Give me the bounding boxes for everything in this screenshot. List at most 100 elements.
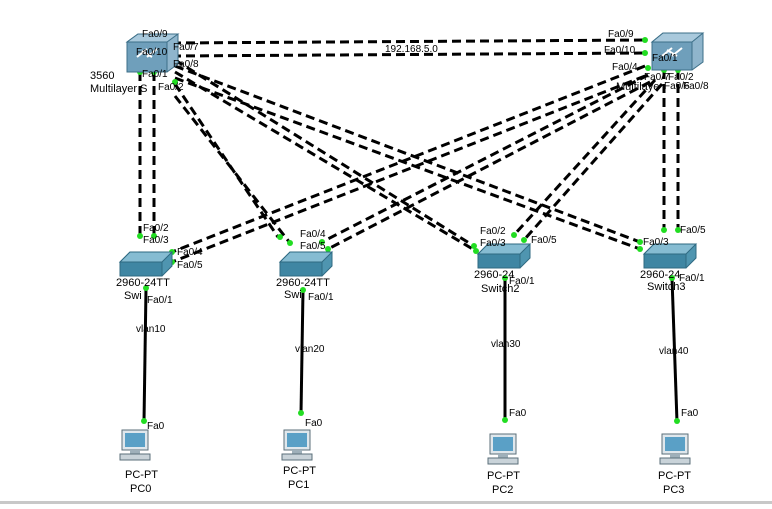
- port-label: Fa0/1: [142, 69, 168, 80]
- port-label: Fa0/1: [679, 273, 705, 284]
- switch2-name-label: Switch2: [481, 283, 520, 295]
- link-mls1-sw1-b: [327, 80, 651, 251]
- port-dot: [471, 243, 477, 249]
- port-dot: [325, 246, 331, 252]
- switch2-model-label: 2960-24: [474, 269, 514, 281]
- port-dot: [502, 275, 508, 281]
- port-label: Fa0/1: [509, 276, 535, 287]
- port-dot: [521, 237, 527, 243]
- port-dot: [151, 233, 157, 239]
- port-dot: [669, 275, 675, 281]
- pc-icon: [487, 433, 519, 465]
- access-links: [142, 277, 679, 423]
- pc-icon: [659, 433, 691, 465]
- switch-0[interactable]: 2960-24TT Swi Fa0/2 Fa0/3 Fa0/4 Fa0/5 Fa…: [116, 223, 203, 306]
- switch1-model-label: 2960-24TT: [276, 277, 330, 289]
- link-mls0-sw3-b: [174, 76, 641, 251]
- port-dot: [511, 232, 517, 238]
- pc-2[interactable]: Fa0 PC-PT PC2: [487, 408, 527, 496]
- port-dot: [675, 227, 681, 233]
- port-label: Fa0/2: [668, 72, 694, 83]
- port-label: Fa0/10: [604, 45, 636, 56]
- vlan-label: vlan20: [295, 344, 325, 355]
- network-address-label: 192.168.5.0: [385, 44, 438, 55]
- link-mls1-sw1-a: [321, 73, 649, 244]
- link-mls1-sw0-a: [171, 64, 646, 254]
- port-dot: [287, 240, 293, 246]
- link-mls1-sw0-b: [171, 74, 646, 264]
- port-label: Fa0/5: [177, 260, 203, 271]
- switch-3[interactable]: 2960-24 Switch3 Fa0/5 Fa0/3 Fa0/1: [640, 225, 706, 293]
- switch-1[interactable]: 2960-24TT Swi Fa0/4 Fa0/5 Fa0/1: [276, 229, 334, 303]
- link-mls0-sw1-b: [173, 95, 292, 244]
- vlan-label: vlan40: [659, 346, 689, 357]
- vlan-label: vlan10: [136, 324, 166, 335]
- port-dot: [172, 79, 178, 85]
- port-label: Fa0/3: [480, 238, 506, 249]
- mls1-name-label: Multilaye: [616, 81, 659, 93]
- port-label: Fa0/8: [173, 59, 199, 70]
- port-label: Fa0/4: [177, 247, 203, 258]
- switch-icon: [278, 251, 334, 277]
- port-label: Fa0/9: [608, 29, 634, 40]
- port-label: Fa0/5: [300, 241, 326, 252]
- pc1-model-label: PC-PT: [283, 465, 316, 477]
- port-label: Fa0/1: [652, 53, 678, 64]
- link-mls0-mls1-b: [171, 51, 649, 58]
- port-label: Fa0/5: [531, 235, 557, 246]
- port-label: Fa0/2: [143, 223, 169, 234]
- port-label: Fa0/6: [664, 81, 690, 92]
- pc0-name-label: PC0: [130, 483, 151, 495]
- port-dot: [298, 410, 304, 416]
- switch-icon: [118, 251, 174, 277]
- port-dot: [642, 37, 648, 43]
- port-label: Fa0/1: [147, 295, 173, 306]
- switch-2[interactable]: 2960-24 Switch2 Fa0/2 Fa0/3 Fa0/5 Fa0/1: [474, 226, 557, 295]
- mls0-model-label: 3560: [90, 70, 114, 82]
- pc0-model-label: PC-PT: [125, 469, 158, 481]
- port-dot: [143, 285, 149, 291]
- pc-3[interactable]: Fa0 PC-PT PC3: [658, 408, 699, 496]
- port-label: Fa0: [509, 408, 527, 419]
- port-dot: [277, 234, 283, 240]
- link-mls0-sw2-a: [174, 58, 475, 248]
- switch0-model-label: 2960-24TT: [116, 277, 170, 289]
- port-dot: [502, 417, 508, 423]
- pc-icon: [281, 429, 313, 461]
- pc3-model-label: PC-PT: [658, 470, 691, 482]
- link-mls1-sw2-a: [512, 78, 657, 237]
- links: [138, 38, 680, 264]
- switch3-name-label: Switch3: [647, 281, 686, 293]
- link-mls0-mls1-a: [171, 38, 649, 45]
- port-label: Fa0/3: [643, 237, 669, 248]
- port-label: Fa0/5: [680, 225, 706, 236]
- port-dot: [674, 418, 680, 424]
- port-label: Fa0/2: [480, 226, 506, 237]
- multilayer-switch-1[interactable]: Multilaye Fa0/9 Fa0/10 Fa0/1 Fa0/4 Fa0/7…: [604, 29, 709, 93]
- link-sw1-pc1: [299, 289, 305, 415]
- pc2-model-label: PC-PT: [487, 470, 520, 482]
- port-label: Fa0/2: [158, 82, 184, 93]
- multilayer-switch-icon: [125, 33, 180, 73]
- link-mls0-sw2-b: [174, 70, 477, 253]
- port-label: Fa0/7: [173, 42, 199, 53]
- link-mls1-sw2-b: [522, 83, 664, 241]
- port-label: Fa0: [305, 418, 323, 429]
- port-dot: [642, 50, 648, 56]
- port-dot: [661, 227, 667, 233]
- multilayer-switch-0[interactable]: 3560 Multilayer S Fa0/9 Fa0/10 Fa0/7 Fa0…: [90, 29, 199, 95]
- pc-icon: [119, 429, 151, 461]
- pc1-name-label: PC1: [288, 479, 309, 491]
- pc-0[interactable]: Fa0 PC-PT PC0: [119, 421, 165, 495]
- switch-icon: [642, 243, 698, 269]
- switch1-name-label: Swi: [284, 289, 302, 301]
- port-label: Fa0: [681, 408, 699, 419]
- link-mls0-sw3-a: [174, 64, 641, 244]
- port-label: Fa0/1: [308, 292, 334, 303]
- pc-1[interactable]: Fa0 PC-PT PC1: [281, 418, 323, 491]
- port-dot: [137, 233, 143, 239]
- port-label: Fa0/7: [644, 72, 670, 83]
- port-label: Fa0/4: [300, 229, 326, 240]
- port-dot: [473, 248, 479, 254]
